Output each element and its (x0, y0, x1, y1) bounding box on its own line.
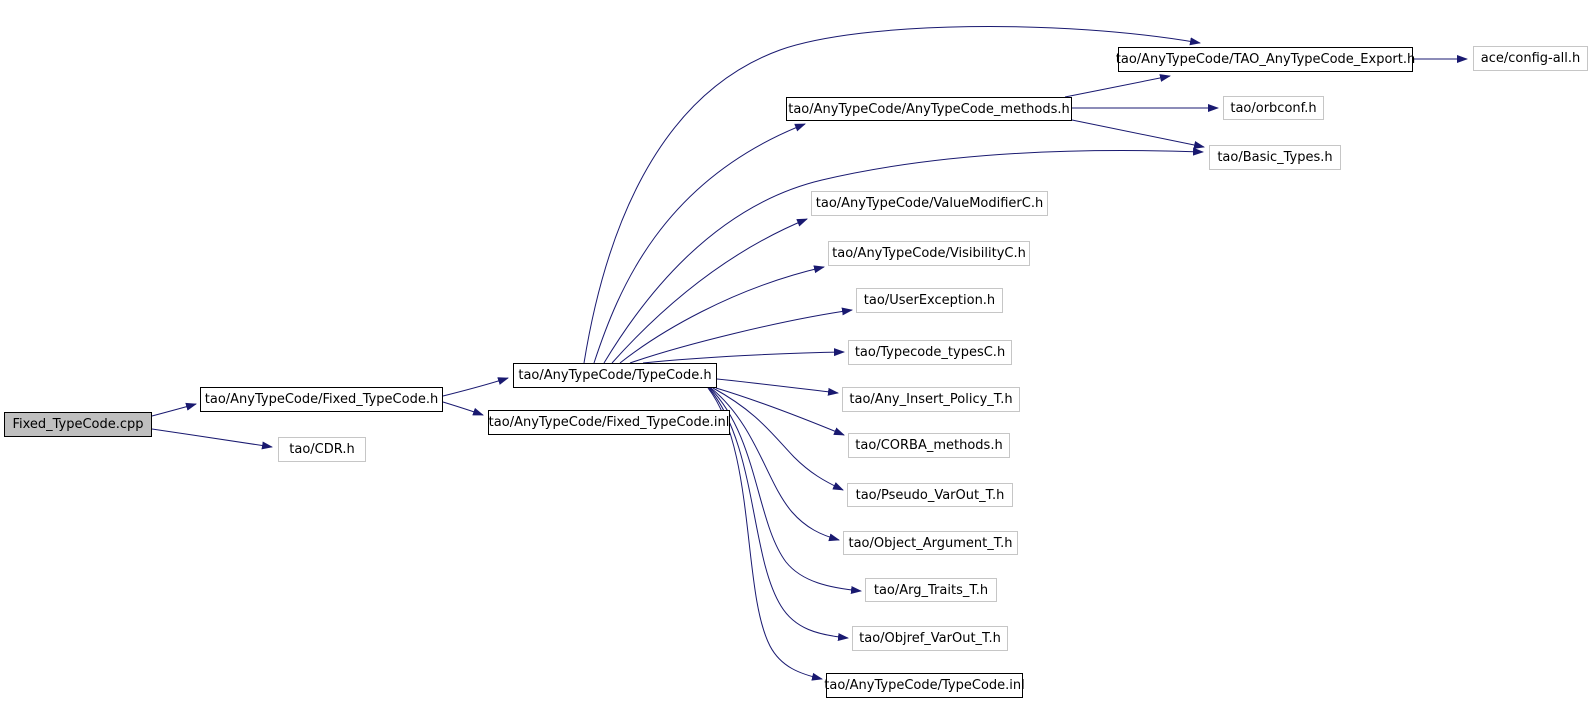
edge-typecode-h-to-visibilityc-h (619, 265, 825, 364)
node-cdr-h[interactable]: tao/CDR.h (278, 437, 366, 462)
node-tao-anytypecode-export-h[interactable]: tao/AnyTypeCode/TAO_AnyTypeCode_Export.h (1116, 47, 1415, 72)
node-anytypecode-methods-h[interactable]: tao/AnyTypeCode/AnyTypeCode_methods.h (786, 97, 1072, 121)
node-fixed-typecode-inl[interactable]: tao/AnyTypeCode/Fixed_TypeCode.inl (488, 410, 730, 435)
edge-typecode-h-to-object-argument-t-h (710, 387, 840, 542)
node-typecode-inl[interactable]: tao/AnyTypeCode/TypeCode.inl (824, 673, 1025, 698)
node-ace-config-all-h[interactable]: ace/config-all.h (1473, 46, 1588, 71)
edge-fixed-typecode-h-to-typecode-h (442, 377, 509, 397)
edge-typecode-h-to-valuemodifierc-h (611, 218, 808, 364)
edge-fixed-typecode-cpp-to-fixed-typecode-h (151, 402, 197, 417)
edge-fixed-typecode-cpp-to-cdr-h (151, 428, 273, 450)
edge-typecode-h-to-basic-types-h (603, 147, 1204, 364)
edge-typecode-h-to-anytypecode-methods-h (593, 123, 806, 364)
edge-anytypecode-methods-h-to-basic-types-h (1071, 119, 1205, 149)
node-fixed-typecode-cpp[interactable]: Fixed_TypeCode.cpp (4, 412, 152, 437)
edge-typecode-h-to-typecode-inl (707, 387, 823, 681)
edge-typecode-h-to-typecode-typesc-h (642, 348, 845, 364)
node-basic-types-h[interactable]: tao/Basic_Types.h (1209, 145, 1341, 170)
node-visibilityc-h[interactable]: tao/AnyTypeCode/VisibilityC.h (828, 241, 1030, 266)
node-fixed-typecode-h[interactable]: tao/AnyTypeCode/Fixed_TypeCode.h (200, 387, 443, 412)
node-userexception-h[interactable]: tao/UserException.h (856, 288, 1003, 313)
node-valuemodifierc-h[interactable]: tao/AnyTypeCode/ValueModifierC.h (811, 191, 1048, 216)
edge-typecode-h-to-corba-methods-h (715, 387, 845, 436)
edge-anytypecode-methods-h-to-tao-anytypecode-export-h (1064, 74, 1171, 98)
edge-typecode-h-to-objref-varout-t-h (708, 387, 849, 641)
edge-typecode-h-to-arg-traits-t-h (709, 387, 862, 595)
node-typecode-h[interactable]: tao/AnyTypeCode/TypeCode.h (513, 363, 717, 388)
node-orbconf-h[interactable]: tao/orbconf.h (1223, 96, 1324, 120)
node-any-insert-policy-t-h[interactable]: tao/Any_Insert_Policy_T.h (842, 387, 1020, 412)
edge-typecode-h-to-tao-anytypecode-export-h (583, 26, 1201, 364)
edge-fixed-typecode-h-to-fixed-typecode-inl (442, 401, 484, 416)
node-typecode-typesc-h[interactable]: tao/Typecode_typesC.h (848, 340, 1012, 365)
node-corba-methods-h[interactable]: tao/CORBA_methods.h (848, 433, 1010, 458)
node-pseudo-varout-t-h[interactable]: tao/Pseudo_VarOut_T.h (847, 483, 1013, 507)
edge-typecode-h-to-any-insert-policy-t-h (716, 378, 839, 396)
node-object-argument-t-h[interactable]: tao/Object_Argument_T.h (843, 531, 1018, 555)
edge-typecode-h-to-userexception-h (629, 307, 853, 364)
node-arg-traits-t-h[interactable]: tao/Arg_Traits_T.h (865, 578, 997, 602)
edge-typecode-h-to-pseudo-varout-t-h (712, 387, 844, 491)
node-objref-varout-t-h[interactable]: tao/Objref_VarOut_T.h (852, 626, 1008, 651)
